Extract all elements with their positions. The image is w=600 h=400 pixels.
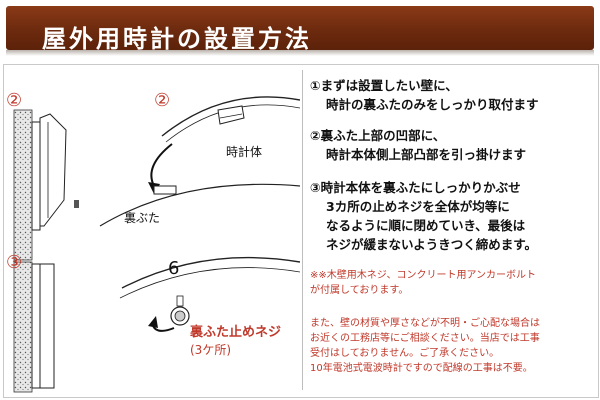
- title-bar-shadow: [6, 50, 594, 56]
- step-3-line-3: なるように順に閉めていき、最後は: [326, 218, 526, 233]
- accessory-note-line-2: が付属しております。: [310, 285, 409, 296]
- instruction-step-3: ③時計本体を裏ふたにしっかりかぶせ 3カ所の止めネジを全体が均等に なるように順…: [310, 178, 537, 254]
- header: 屋外用時計の設置方法: [0, 0, 600, 58]
- step-3-line-1: ③時計本体を裏ふたにしっかりかぶせ: [310, 180, 521, 195]
- title-bar: 屋外用時計の設置方法: [6, 6, 594, 53]
- instruction-step-1: ①まずは設置したい壁に、 時計の裏ふたのみをしっかり取付ます: [310, 76, 539, 114]
- consult-note-line-1: また、壁の材質や厚さなどが不明・ご心配な場合は: [310, 318, 540, 329]
- step-1-line-2: 時計の裏ふたのみをしっかり取付ます: [326, 97, 539, 112]
- accessory-note: ※※木壁用木ネジ、コンクリート用アンカーボルト が付属しております。: [310, 268, 596, 298]
- step-3-line-4: ネジが緩まないようきつく締めます。: [326, 237, 538, 252]
- content-panel: [3, 64, 599, 398]
- screw-label: 裏ふた止めネジ: [189, 324, 281, 340]
- step-2-marker-left: ②: [6, 90, 22, 111]
- installation-diagram: ② ② ③ 時計体 裏ぶた 6 裏ふた止めネジ (3ケ所): [6, 90, 300, 393]
- step-3-marker: ③: [6, 252, 22, 273]
- step-2-line-1: ②裏ふた上部の凹部に、: [310, 128, 446, 143]
- wall-side-view-step2: [13, 109, 79, 261]
- consult-note-line-3: 受付はしておりません。ご了承ください。: [310, 348, 500, 359]
- clock-body-label: 時計体: [226, 144, 262, 159]
- column-divider: [302, 70, 303, 390]
- step-1-line-1: ①まずは設置したい壁に、: [310, 78, 458, 93]
- wall-side-view-step3: [13, 261, 55, 393]
- rotate-arrow-icon: [148, 316, 158, 328]
- page-title: 屋外用時計の設置方法: [42, 25, 312, 53]
- clock-front-view: [119, 256, 300, 326]
- step-2-marker-right: ②: [154, 90, 170, 111]
- step-3-line-2: 3カ所の止めネジを全体が均等に: [326, 199, 510, 214]
- screw-count-label: (3ケ所): [190, 343, 231, 357]
- dial-number-6: 6: [168, 258, 179, 279]
- back-cover-outline: [99, 183, 300, 227]
- clock-body-outline: [161, 96, 300, 143]
- step-2-line-2: 時計本体側上部凸部を引っ掛けます: [326, 147, 527, 162]
- consultation-note: また、壁の材質や厚さなどが不明・ご心配な場合は お近くの工務店等にご相談ください…: [310, 316, 596, 376]
- back-cover-label: 裏ぶた: [124, 210, 160, 225]
- consult-note-line-4: 10年電池式電波時計ですので配線の工事は不要。: [310, 363, 533, 374]
- instruction-step-2: ②裏ふた上部の凹部に、 時計本体側上部凸部を引っ掛けます: [310, 126, 526, 164]
- accessory-note-line-1: ※※木壁用木ネジ、コンクリート用アンカーボルト: [310, 270, 537, 281]
- consult-note-line-2: お近くの工務店等にご相談ください。当店では工事: [310, 333, 540, 344]
